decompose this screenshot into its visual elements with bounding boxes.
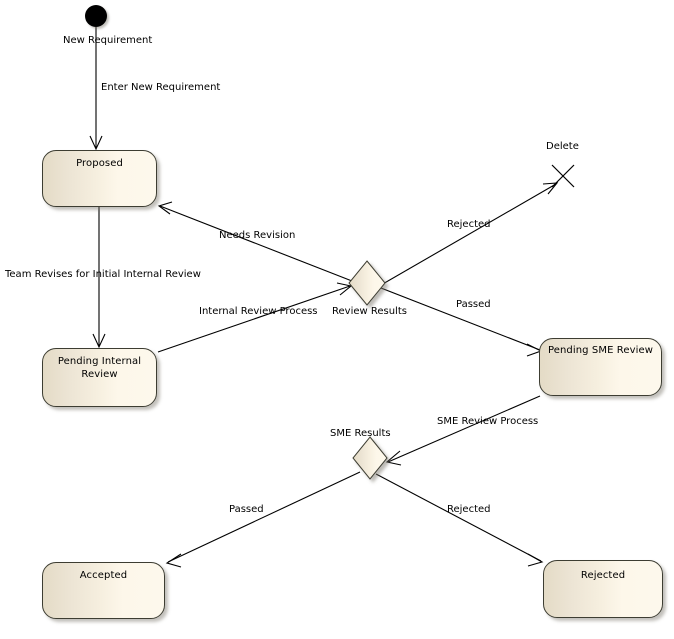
state-rejected-label: Rejected bbox=[580, 570, 626, 581]
state-proposed-label: Proposed bbox=[76, 158, 123, 169]
decision-review-results-caption: Review Results bbox=[332, 306, 407, 317]
transition-sme-review-process[interactable] bbox=[385, 395, 541, 466]
state-pending-internal-review[interactable]: Pending Internal Review bbox=[42, 348, 157, 407]
decision-sme-results-caption: SME Results bbox=[330, 428, 391, 439]
transition-label-rejected-to-rejected-state: Rejected bbox=[447, 504, 491, 515]
transition-label-sme-review-process: SME Review Process bbox=[437, 416, 539, 427]
decision-sme-results[interactable] bbox=[352, 436, 388, 480]
transition-rejected-to-rejected-state[interactable] bbox=[375, 473, 544, 567]
transition-label-passed-to-sme: Passed bbox=[456, 299, 491, 310]
state-accepted-label: Accepted bbox=[79, 570, 128, 581]
transition-label-passed-to-accepted: Passed bbox=[229, 504, 264, 515]
transition-passed-to-accepted[interactable] bbox=[165, 471, 361, 568]
state-proposed[interactable]: Proposed bbox=[42, 150, 157, 207]
initial-state-node[interactable] bbox=[85, 5, 107, 27]
delete-terminator-caption: Delete bbox=[546, 141, 579, 152]
state-pending-sme-review-label: Pending SME Review bbox=[547, 345, 654, 356]
transition-team-revises[interactable] bbox=[92, 207, 106, 349]
transition-label-internal-review-process: Internal Review Process bbox=[199, 306, 318, 317]
initial-state-caption: New Requirement bbox=[63, 35, 153, 46]
transition-rejected-to-delete[interactable] bbox=[380, 182, 559, 286]
transition-label-enter-new-requirement: Enter New Requirement bbox=[101, 82, 221, 93]
transition-label-team-revises: Team Revises for Initial Internal Review bbox=[5, 269, 201, 280]
transition-enter-new-requirement[interactable] bbox=[89, 27, 103, 151]
delete-terminator-icon bbox=[551, 164, 575, 188]
transition-label-rejected-to-delete: Rejected bbox=[447, 219, 491, 230]
state-pending-internal-review-label: Pending Internal Review bbox=[57, 356, 142, 380]
decision-review-results[interactable] bbox=[348, 260, 386, 306]
transition-needs-revision[interactable] bbox=[157, 201, 353, 282]
state-rejected[interactable]: Rejected bbox=[543, 560, 663, 618]
state-pending-sme-review[interactable]: Pending SME Review bbox=[539, 338, 662, 396]
transition-label-needs-revision: Needs Revision bbox=[219, 230, 296, 241]
state-accepted[interactable]: Accepted bbox=[42, 562, 165, 619]
